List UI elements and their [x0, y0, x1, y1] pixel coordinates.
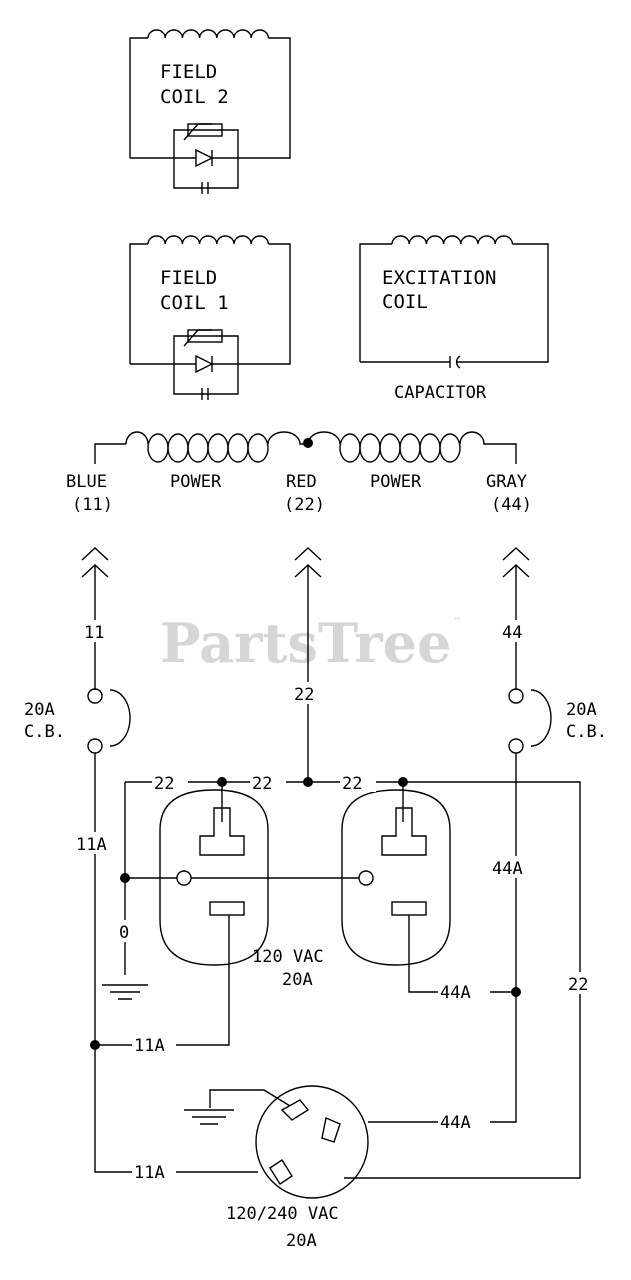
- power-label-left: POWER: [170, 472, 222, 492]
- wire-11a-label-twistlock: 11A: [134, 1163, 165, 1183]
- duplex-voltage-label: 120 VAC: [252, 947, 324, 967]
- wire-44a-label-twistlock: 44A: [440, 1113, 471, 1133]
- wire-44a-label-duplex: 44A: [440, 983, 471, 1003]
- watermark-tm: ™: [453, 617, 462, 627]
- wire-22-label-b: 22: [252, 774, 272, 794]
- cb-right-rating: 20A: [566, 700, 597, 720]
- field-coil-1-line2: COIL 1: [160, 292, 229, 314]
- field-coil-1-line1: FIELD: [160, 267, 217, 289]
- twistlock-outlet: [255, 1085, 369, 1199]
- wire-44a-label-vertical: 44A: [492, 859, 523, 879]
- excitation-coil: EXCITATION COIL CAPACITOR: [359, 235, 549, 403]
- wire-11a-label-vertical: 11A: [76, 835, 107, 855]
- duplex-amp-label: 20A: [282, 970, 313, 990]
- duplex-outlet-right: [341, 789, 451, 966]
- wire-22-label-a: 22: [154, 774, 174, 794]
- field-coil-2: FIELD COIL 2: [129, 29, 291, 194]
- power-windings: POWER POWER BLUE (11) RED (22) GRAY (44): [66, 431, 532, 515]
- twistlock-amp-label: 20A: [286, 1231, 317, 1251]
- lead-gray-color: GRAY: [486, 472, 527, 492]
- duplex-outlet-left: [159, 789, 269, 966]
- capacitor-label: CAPACITOR: [394, 383, 487, 403]
- field-coil-2-line1: FIELD: [160, 61, 217, 83]
- wire-0-label: 0: [119, 923, 129, 943]
- twistlock-voltage-label: 120/240 VAC: [226, 1204, 339, 1224]
- wiring: [90, 753, 581, 1179]
- field-coil-2-line2: COIL 2: [160, 86, 229, 108]
- wire-22-label-c: 22: [342, 774, 362, 794]
- cb-left-type: C.B.: [24, 722, 65, 742]
- circuit-breaker-right: 20A C.B.: [508, 688, 607, 754]
- wire-11-label: 11: [84, 623, 104, 643]
- wire-44-label: 44: [502, 623, 522, 643]
- power-label-right: POWER: [370, 472, 422, 492]
- lead-gray-num: (44): [491, 495, 532, 515]
- excitation-coil-line1: EXCITATION: [382, 267, 496, 289]
- lead-blue-num: (11): [72, 495, 113, 515]
- lead-blue-color: BLUE: [66, 472, 107, 492]
- cb-left-rating: 20A: [24, 700, 55, 720]
- wire-22-label-right: 22: [568, 975, 588, 995]
- field-coil-1: FIELD COIL 1: [129, 235, 291, 400]
- circuit-breaker-left: 20A C.B.: [24, 688, 131, 754]
- excitation-coil-line2: COIL: [382, 291, 428, 313]
- wire-22-label-vertical: 22: [294, 685, 314, 705]
- watermark: PartsTree: [160, 611, 451, 675]
- cb-right-type: C.B.: [566, 722, 607, 742]
- lead-red-color: RED: [286, 472, 317, 492]
- lead-red-num: (22): [284, 495, 325, 515]
- wire-11a-label-duplex: 11A: [134, 1036, 165, 1056]
